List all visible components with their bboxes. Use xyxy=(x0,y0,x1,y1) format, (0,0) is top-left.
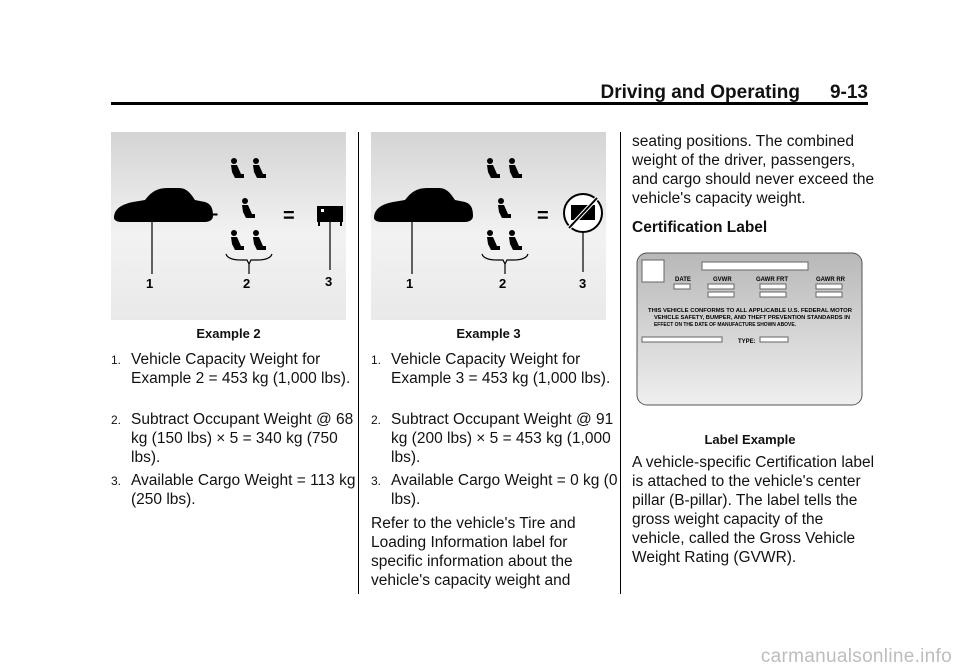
label-statement-line: THIS VEHICLE CONFORMS TO ALL APPLICABLE … xyxy=(648,308,852,314)
list-number: 3. xyxy=(371,474,382,488)
label-date-text: DATE xyxy=(675,277,691,283)
car-icon xyxy=(114,188,213,222)
figure-label-3: 3 xyxy=(579,276,586,291)
column-divider-1 xyxy=(358,132,359,594)
label-gawr-rr-text: GAWR RR xyxy=(816,277,846,283)
figure-label-2: 2 xyxy=(243,276,250,291)
minus-sign: – xyxy=(207,203,218,225)
label-gawr-frt-text: GAWR FRT xyxy=(756,277,788,283)
example-2-illustration: – = 1 2 3 xyxy=(114,158,343,291)
footer-watermark: carmanualsonline.info xyxy=(760,646,952,667)
list-text: Available Cargo Weight = 0 kg (0 lbs). xyxy=(391,472,618,508)
figure-label-2: 2 xyxy=(499,276,506,291)
equals-sign: = xyxy=(537,205,549,227)
equals-sign: = xyxy=(283,205,295,227)
label-statement-line: VEHICLE SAFETY, BUMPER, AND THEFT PREVEN… xyxy=(654,315,850,321)
example-2-figure: – = 1 2 3 xyxy=(111,132,346,320)
example-3-figure: – = 1 2 3 xyxy=(371,132,606,320)
minus-sign: – xyxy=(461,203,472,225)
column-divider-2 xyxy=(620,132,621,594)
list-text: Available Cargo Weight = 113 kg (250 lbs… xyxy=(131,472,356,508)
no-cargo-icon xyxy=(563,193,603,233)
figure-label-1: 1 xyxy=(406,276,413,291)
list-text: Subtract Occupant Weight @ 91 kg (200 lb… xyxy=(391,411,614,466)
body-paragraph: Refer to the vehicle's Tire and Loading … xyxy=(371,515,576,589)
label-type-text: TYPE: xyxy=(738,339,756,345)
example-3-illustration: – = 1 2 3 xyxy=(374,158,603,291)
figure-caption: Example 3 xyxy=(456,326,521,341)
page-number: 9-13 xyxy=(829,82,868,103)
section-title: Driving and Operating xyxy=(600,82,800,103)
section-subheading: Certification Label xyxy=(632,219,768,236)
list-number: 1. xyxy=(111,353,122,367)
list-text: Vehicle Capacity Weight for Example 2 = … xyxy=(131,351,351,387)
body-paragraph: seating positions. The combined weight o… xyxy=(632,133,875,207)
list-number: 2. xyxy=(111,413,122,427)
seated-person-icons xyxy=(231,158,266,250)
figure-label-3: 3 xyxy=(325,274,332,289)
list-number: 1. xyxy=(371,353,382,367)
list-number: 2. xyxy=(371,413,382,427)
certification-label-illustration: DATE GVWR GAWR FRT GAWR RR THIS VEHICLE … xyxy=(636,252,863,406)
car-icon xyxy=(374,188,473,222)
figure-label-1: 1 xyxy=(146,276,153,291)
body-paragraph: A vehicle-specific Certification label i… xyxy=(632,454,875,566)
header-rule xyxy=(111,102,868,105)
label-gvwr-text: GVWR xyxy=(713,277,732,283)
figure-caption: Example 2 xyxy=(196,326,261,341)
list-number: 3. xyxy=(111,474,122,488)
list-text: Vehicle Capacity Weight for Example 3 = … xyxy=(391,351,611,387)
seated-person-icons xyxy=(487,158,522,250)
cargo-box-icon xyxy=(317,206,343,226)
label-statement-line: EFFECT ON THE DATE OF MANUFACTURE SHOWN … xyxy=(654,322,796,328)
list-text: Subtract Occupant Weight @ 68 kg (150 lb… xyxy=(131,411,354,466)
figure-caption: Label Example xyxy=(704,432,796,447)
